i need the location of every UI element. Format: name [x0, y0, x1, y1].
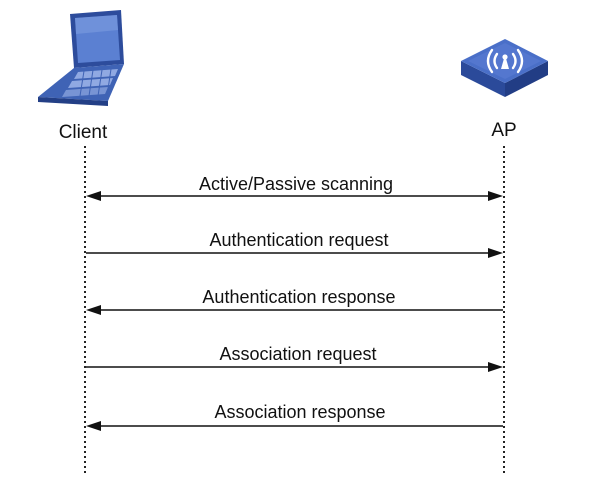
- client-label: Client: [59, 122, 108, 143]
- message-association-request: Association request: [86, 344, 503, 372]
- wireless-access-point-icon: [461, 39, 548, 97]
- arrowhead-right: [488, 191, 503, 201]
- message-authentication-response: Authentication response: [86, 287, 503, 315]
- message-association-response: Association response: [86, 402, 503, 431]
- message-authentication-request: Authentication request: [86, 230, 503, 258]
- message-label: Active/Passive scanning: [199, 174, 393, 194]
- message-label: Association response: [214, 402, 385, 422]
- arrowhead-left: [86, 191, 101, 201]
- message-label: Authentication response: [202, 287, 395, 307]
- message-label: Association request: [219, 344, 376, 364]
- arrowhead-left: [86, 305, 101, 315]
- ap-label: AP: [491, 120, 516, 141]
- arrowhead-right: [488, 362, 503, 372]
- message-active-passive-scanning: Active/Passive scanning: [86, 174, 503, 201]
- arrowhead-right: [488, 248, 503, 258]
- arrowhead-left: [86, 421, 101, 431]
- laptop-icon: [38, 10, 124, 106]
- message-label: Authentication request: [209, 230, 388, 250]
